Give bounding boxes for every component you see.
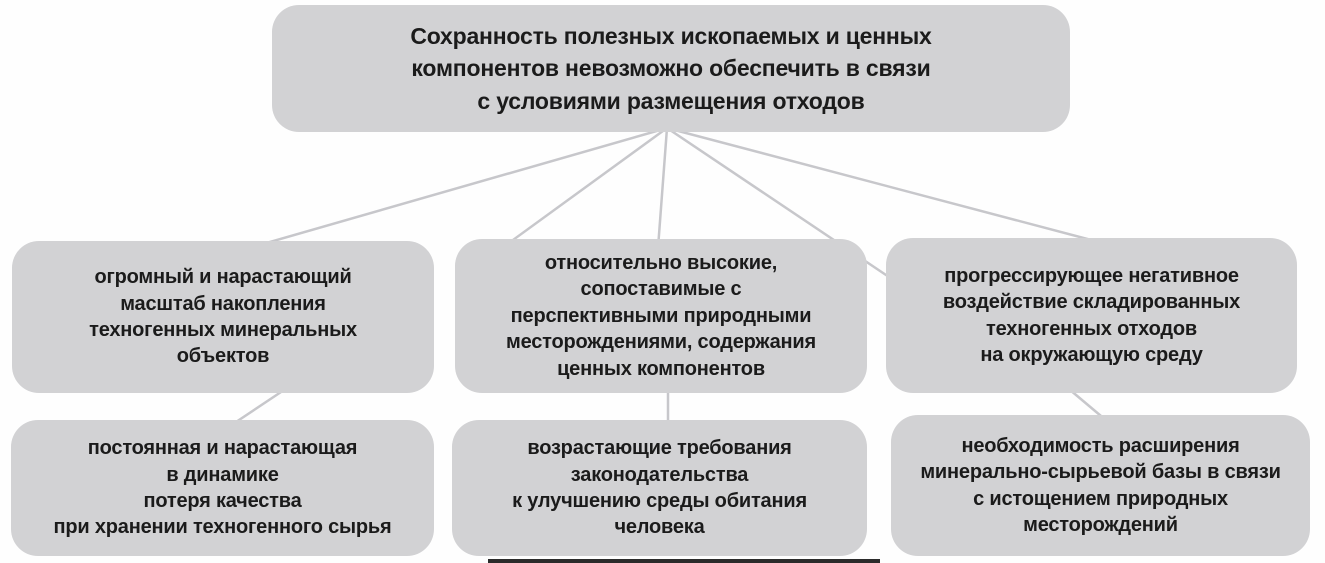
cause-text: прогрессирующее негативное воздействие с… xyxy=(942,264,1241,366)
connector-root-to-cause2-center xyxy=(656,126,669,250)
connector-root-to-cause3-top xyxy=(665,126,1097,243)
connector-root-to-cause2-left xyxy=(500,126,669,250)
root-statement-box: Сохранность полезных ископаемых и ценных… xyxy=(272,5,1070,132)
cause-box-accumulation-scale: огромный и нарастающий масштаб накоплени… xyxy=(12,241,434,393)
root-statement-text: Сохранность полезных ископаемых и ценных… xyxy=(410,23,932,114)
cause-box-resource-base-expansion: необходимость расширения минерально-сырь… xyxy=(891,415,1310,556)
cause-text: необходимость расширения минерально-сырь… xyxy=(920,434,1281,536)
cause-box-valuable-content: относительно высокие, сопоставимые с пер… xyxy=(455,239,867,393)
cause-box-quality-loss: постоянная и нарастающая в динамике поте… xyxy=(11,420,434,556)
cause-text: огромный и нарастающий масштаб накоплени… xyxy=(89,266,357,368)
cause-text: относительно высокие, сопоставимые с пер… xyxy=(506,252,816,380)
connector-root-to-cause1 xyxy=(233,126,669,254)
cause-box-legislation-requirements: возрастающие требования законодательства… xyxy=(452,420,867,556)
bottom-edge-artifact xyxy=(488,559,880,563)
cause-text: возрастающие требования законодательства… xyxy=(512,437,807,539)
cause-text: постоянная и нарастающая в динамике поте… xyxy=(53,437,392,539)
cause-box-environmental-impact: прогрессирующее негативное воздействие с… xyxy=(886,238,1297,393)
